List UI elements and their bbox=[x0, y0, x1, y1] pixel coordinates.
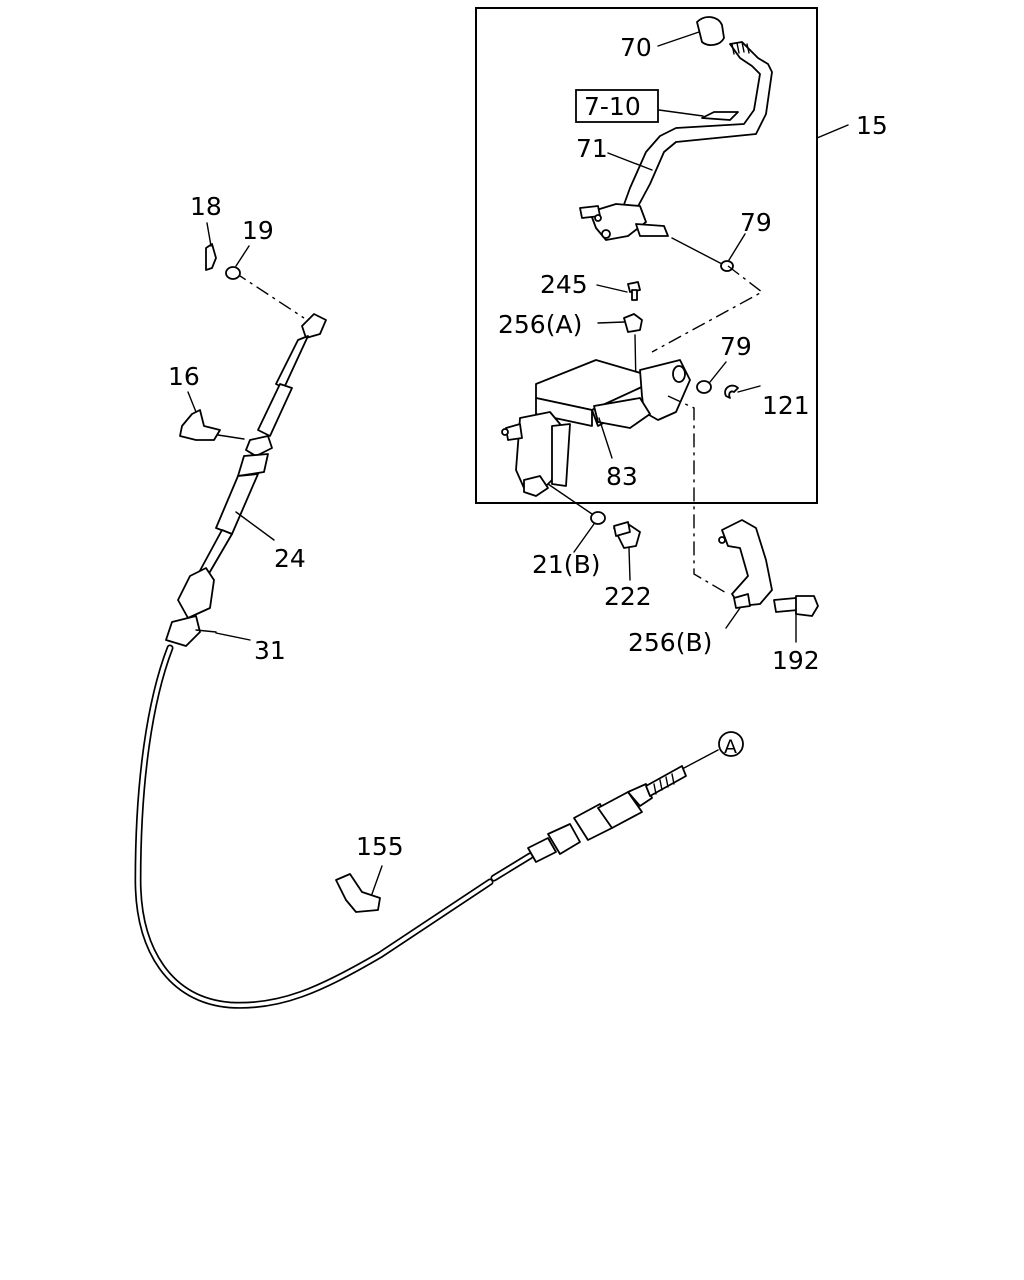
clip-155 bbox=[335, 865, 383, 913]
callout-7-10: 7-10 bbox=[584, 92, 641, 121]
e-ring-121 bbox=[724, 384, 761, 399]
callout-155: 155 bbox=[356, 832, 404, 861]
bolt-222 bbox=[613, 521, 641, 581]
reference-circle-a bbox=[718, 731, 744, 757]
callout-15: 15 bbox=[856, 111, 888, 140]
callout-21b: 21(B) bbox=[532, 550, 600, 579]
cable-upper-rod bbox=[165, 313, 327, 647]
callout-19: 19 bbox=[242, 216, 274, 245]
bolt-192 bbox=[773, 595, 819, 643]
washer-19 bbox=[225, 245, 250, 280]
callout-79-lower: 79 bbox=[720, 332, 752, 361]
pin-18 bbox=[205, 222, 217, 271]
bolt-245 bbox=[596, 281, 641, 301]
callout-79-upper: 79 bbox=[740, 208, 772, 237]
callout-256b: 256(B) bbox=[628, 628, 712, 657]
callout-83: 83 bbox=[606, 462, 638, 491]
callout-222: 222 bbox=[604, 582, 652, 611]
bracket-16 bbox=[179, 391, 245, 441]
callout-192: 192 bbox=[772, 646, 820, 675]
callout-a: A bbox=[724, 736, 737, 758]
cable-end-fitting bbox=[527, 749, 719, 863]
plate-256b bbox=[718, 519, 773, 629]
shift-lever bbox=[579, 41, 773, 265]
callout-24: 24 bbox=[274, 544, 306, 573]
callout-121: 121 bbox=[762, 391, 810, 420]
callout-70: 70 bbox=[620, 33, 652, 62]
callout-31: 31 bbox=[254, 636, 286, 665]
callout-16: 16 bbox=[168, 362, 200, 391]
clip-256a bbox=[597, 313, 643, 389]
cable-24 bbox=[134, 644, 534, 1009]
callout-245: 245 bbox=[540, 270, 588, 299]
washer-79-upper bbox=[720, 233, 746, 272]
callout-18: 18 bbox=[190, 192, 222, 221]
callout-71: 71 bbox=[576, 134, 608, 163]
callout-256a: 256(A) bbox=[498, 310, 582, 339]
shift-knob bbox=[657, 16, 725, 47]
assembly-frame bbox=[475, 7, 818, 504]
reference-box-7-10 bbox=[575, 89, 659, 123]
bracket-83 bbox=[501, 359, 691, 497]
washer-79-lower bbox=[696, 361, 727, 394]
washer-21b bbox=[547, 483, 606, 553]
